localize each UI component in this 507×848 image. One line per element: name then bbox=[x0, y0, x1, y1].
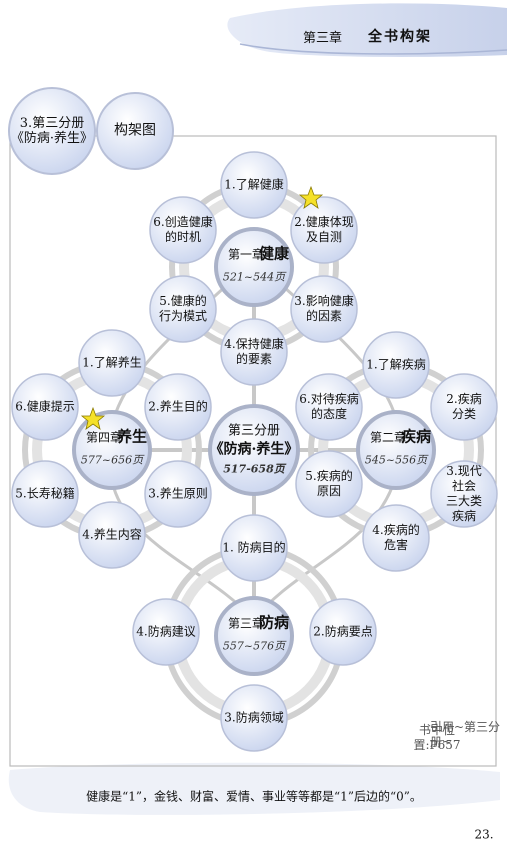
topic-node bbox=[430, 460, 498, 528]
badge-subtitle: 构架图 bbox=[114, 122, 156, 139]
star-icon bbox=[298, 185, 324, 209]
chapter-title: 第四章 bbox=[85, 430, 123, 445]
topic-node bbox=[309, 598, 377, 666]
topic-node bbox=[78, 501, 146, 569]
topic-node bbox=[295, 450, 363, 518]
topic-label: 2.健康体现 及自测 bbox=[294, 215, 354, 244]
badge-circle-main bbox=[8, 87, 96, 175]
topic-label: 3.影响健康 的因素 bbox=[294, 294, 354, 323]
center-hub bbox=[208, 404, 300, 496]
chapter-pages: 545~556页 bbox=[364, 453, 428, 467]
topic-label: 6.对待疾病 的态度 bbox=[299, 392, 359, 421]
footer-swoosh bbox=[8, 762, 500, 815]
chapter-hub bbox=[214, 596, 294, 676]
chapter-name: 防病 bbox=[258, 613, 290, 632]
chapter-name: 健康 bbox=[258, 244, 290, 263]
topic-node bbox=[149, 196, 217, 264]
topic-node bbox=[362, 331, 430, 399]
page-number: 23. bbox=[474, 827, 494, 842]
topic-node bbox=[220, 318, 288, 386]
topic-node bbox=[149, 275, 217, 343]
topic-node bbox=[430, 373, 498, 441]
star-icon bbox=[80, 406, 106, 430]
chapter-hub bbox=[356, 410, 436, 490]
topic-node bbox=[144, 460, 212, 528]
center-pages: 517-658页 bbox=[223, 462, 285, 476]
header-swoosh-line bbox=[239, 43, 507, 55]
topic-node bbox=[362, 504, 430, 572]
center-title: 第三分册 bbox=[227, 423, 281, 439]
topic-label: 4.保持健康 的要素 bbox=[224, 337, 284, 366]
chapter-title: 第一章 bbox=[227, 247, 265, 262]
topic-label: 1.了解健康 bbox=[224, 177, 284, 192]
topic-label: 5.疾病的 原因 bbox=[305, 469, 353, 498]
topic-label: 6.创造健康 的时机 bbox=[153, 215, 213, 244]
topic-node bbox=[290, 196, 358, 264]
diagram-frame bbox=[9, 135, 497, 767]
topic-label: 1. 防病目的 bbox=[222, 540, 286, 555]
center-name: 《防病·养生》 bbox=[209, 441, 299, 458]
topic-label: 4.防病建议 bbox=[136, 624, 196, 639]
reference-line-1: 引用~第三分册~ bbox=[430, 720, 501, 749]
topic-label: 1.了解疾病 bbox=[366, 357, 426, 372]
topic-node bbox=[132, 598, 200, 666]
chapter-hub bbox=[72, 410, 152, 490]
topic-node bbox=[11, 373, 79, 441]
chapter-pages: 577~656页 bbox=[80, 453, 144, 467]
topic-label: 3.防病领域 bbox=[224, 710, 284, 725]
topic-label: 6.健康提示 bbox=[15, 399, 75, 414]
chapter-title: 第三章 bbox=[227, 616, 265, 631]
chapter-pages: 557~576页 bbox=[222, 639, 286, 653]
topic-label: 1.了解养生 bbox=[82, 355, 142, 370]
topic-label: 3.现代社会 三大类疾病 bbox=[445, 464, 482, 523]
badge-title: 3.第三分册 《防病·养生》 bbox=[10, 116, 94, 146]
topic-node bbox=[11, 460, 79, 528]
topic-node bbox=[144, 373, 212, 441]
topic-label: 2.养生目的 bbox=[148, 399, 208, 414]
header-swoosh bbox=[227, 3, 507, 57]
reference-line-2: 书中位置:P657 bbox=[413, 723, 461, 752]
topic-label: 3.养生原则 bbox=[148, 486, 208, 501]
topic-node bbox=[295, 373, 363, 441]
footer-quote: 健康是“1”，金钱、财富、爱情、事业等等都是“1”后边的“0”。 bbox=[86, 789, 422, 804]
topic-node bbox=[220, 151, 288, 219]
topic-node bbox=[220, 684, 288, 752]
topic-node bbox=[220, 514, 288, 582]
topic-label: 5.健康的 行为模式 bbox=[158, 294, 208, 323]
chapter-pages: 521~544页 bbox=[222, 270, 286, 284]
topic-label: 2.疾病分类 bbox=[446, 392, 482, 421]
chapter-name: 养生 bbox=[116, 427, 148, 446]
topic-node bbox=[78, 329, 146, 397]
topic-label: 4.养生内容 bbox=[82, 527, 142, 542]
topic-label: 5.长寿秘籍 bbox=[15, 486, 75, 501]
chapter-name: 疾病 bbox=[400, 427, 432, 446]
badge-circle-sub bbox=[96, 92, 174, 170]
header-title: 全书构架 bbox=[368, 29, 432, 45]
header-chapter: 第三章 bbox=[303, 31, 343, 46]
topic-label: 2.防病要点 bbox=[313, 624, 373, 639]
chapter-title: 第二章 bbox=[369, 430, 407, 445]
topic-label: 4.疾病的 危害 bbox=[372, 523, 420, 552]
chapter-hub bbox=[214, 227, 294, 307]
topic-node bbox=[290, 275, 358, 343]
